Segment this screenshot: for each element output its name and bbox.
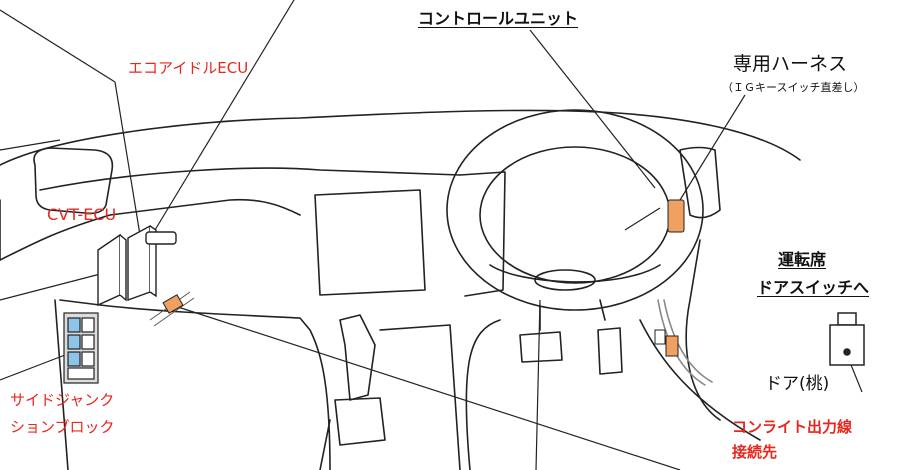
label-harness-sub: （ＩＧキースイッチ直差し） <box>722 81 865 94</box>
leader-lines <box>0 0 863 470</box>
left-dash-body <box>0 198 301 261</box>
junction-block <box>63 312 99 384</box>
left-pillar <box>0 199 69 470</box>
label-harness: 専用ハーネス <box>733 53 848 75</box>
glovebox <box>59 299 331 470</box>
center-display <box>314 189 426 296</box>
pedal <box>519 331 563 363</box>
steering-wheel-group <box>446 109 704 331</box>
label-side-junction-2: ションブロック <box>10 418 115 436</box>
connector <box>149 199 685 357</box>
label-door-switch: ドアスイッチへ <box>757 278 870 297</box>
label-door-wire: ドア(桃) <box>765 374 830 394</box>
label-courtesy-1: コンライト出力線 <box>732 418 853 436</box>
shift-lever <box>339 314 376 401</box>
right-vent <box>679 146 721 219</box>
pedal <box>597 327 623 375</box>
label-control-unit: コントロールユニット <box>418 9 579 28</box>
label-eco-idle-ecu: エコアイドルECU <box>128 59 249 77</box>
left-vent <box>33 147 114 215</box>
label-courtesy-2: 接続先 <box>732 443 778 461</box>
label-side-junction-1: サイドジャンク <box>10 391 115 409</box>
right-door-edge <box>685 239 721 421</box>
dashboard-outline <box>0 109 801 166</box>
dashboard-lower-edge <box>39 167 461 191</box>
label-cvt-ecu: CVT-ECU <box>47 205 117 224</box>
label-driver-seat: 運転席 <box>778 250 827 269</box>
ecu-box <box>97 224 177 307</box>
door-switch-icon <box>829 312 865 366</box>
